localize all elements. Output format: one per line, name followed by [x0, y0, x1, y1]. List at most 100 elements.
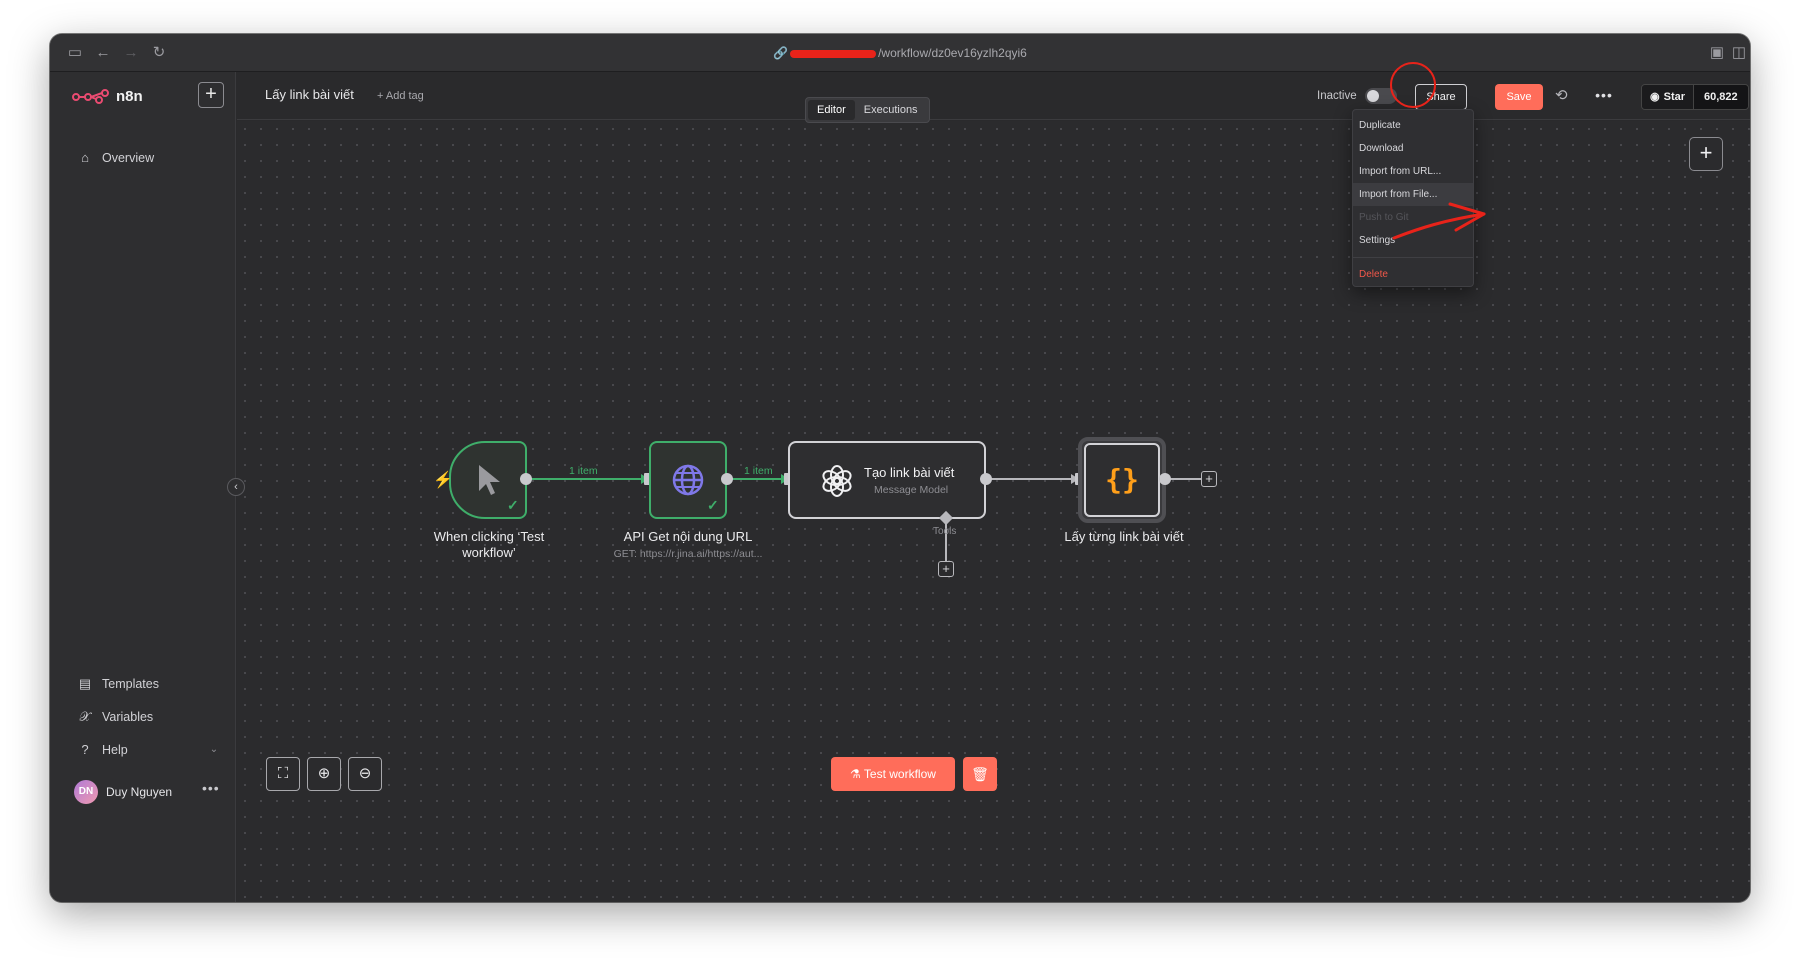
- sidebar-item-label: Variables: [102, 710, 154, 724]
- trigger-bolt-icon: ⚡: [433, 472, 453, 489]
- menu-item-push-git: Push to Git: [1359, 212, 1409, 223]
- workflow-header: Lấy link bài viết + Add tag Inactive Sha…: [237, 72, 1750, 120]
- menu-item-settings[interactable]: Settings: [1359, 235, 1396, 246]
- user-options-icon[interactable]: •••: [202, 780, 220, 796]
- sidebar-item-overview[interactable]: ⌂ Overview: [78, 150, 154, 165]
- sidebar-item-label: Templates: [102, 677, 159, 691]
- output-handle[interactable]: [980, 473, 992, 485]
- chevron-down-icon: ⌄: [209, 744, 219, 755]
- llm-node-title: Tạo link bài viết: [864, 465, 955, 480]
- github-icon: ◉: [1650, 91, 1660, 103]
- cursor-icon: [479, 465, 500, 495]
- tab-executions[interactable]: Executions: [863, 104, 918, 116]
- active-toggle[interactable]: [1365, 88, 1397, 104]
- llm-node[interactable]: Tạo link bài viết Message Model: [788, 441, 986, 519]
- github-star-label: Star: [1663, 91, 1686, 103]
- zoom-out-icon: ⊖: [358, 765, 372, 782]
- url-text: /workflow/dz0ev16yzlh2qyi6: [878, 46, 1027, 60]
- success-check-icon: ✓: [507, 497, 519, 513]
- input-handle[interactable]: [644, 473, 651, 485]
- zoom-in-icon: ⊕: [317, 765, 331, 782]
- question-icon: ?: [81, 742, 89, 757]
- code-braces-icon: {}: [1105, 463, 1139, 496]
- github-star-count: 60,822: [1693, 85, 1748, 109]
- more-options-button[interactable]: •••: [1595, 87, 1613, 103]
- save-button[interactable]: Save: [1495, 84, 1543, 110]
- create-button[interactable]: +: [198, 82, 224, 108]
- view-tabs: Editor Executions: [805, 97, 930, 123]
- edge-item-count: 1 item: [569, 465, 598, 477]
- menu-item-download[interactable]: Download: [1359, 143, 1404, 154]
- http-node-subtitle: GET: https://r.jina.ai/https://aut...: [613, 548, 763, 560]
- sidebar-item-templates[interactable]: ▤ Templates: [78, 676, 159, 692]
- split-view-icon[interactable]: ◫: [1731, 44, 1747, 61]
- output-handle[interactable]: [721, 473, 733, 485]
- collapse-sidebar-icon[interactable]: ‹: [227, 478, 245, 496]
- openai-icon: [822, 465, 852, 497]
- add-next-node-button[interactable]: +: [1201, 471, 1217, 487]
- brand-name: n8n: [116, 88, 143, 105]
- menu-divider: [1353, 257, 1473, 258]
- menu-item-delete[interactable]: Delete: [1359, 269, 1388, 280]
- output-handle[interactable]: [520, 473, 532, 485]
- tab-editor[interactable]: Editor: [808, 100, 855, 120]
- sidebar-toggle-icon[interactable]: ▭: [67, 44, 83, 61]
- add-tag-link[interactable]: + Add tag: [377, 90, 424, 102]
- test-workflow-button[interactable]: ⚗ Test workflow: [831, 757, 955, 791]
- workflow-canvas[interactable]: + ✓ ⚡ When clicking ‘Test workflow’ 1 it…: [237, 121, 1750, 902]
- sidebar-item-help[interactable]: ? Help ⌄: [78, 742, 218, 757]
- back-icon[interactable]: ←: [95, 44, 111, 61]
- sidebar-item-label: Overview: [102, 150, 155, 165]
- zoom-out-button[interactable]: ⊖: [348, 757, 382, 791]
- edge-item-count: 1 item: [744, 465, 773, 477]
- browser-toolbar: ▭ ← → ↻ 🔗 /workflow/dz0ev16yzlh2qyi6 ▣ ◫: [50, 34, 1750, 72]
- forward-icon[interactable]: →: [123, 44, 139, 61]
- sidebar-item-variables[interactable]: 𝒳 Variables: [78, 709, 153, 725]
- label-line: When clicking ‘Test: [433, 529, 545, 544]
- zoom-in-button[interactable]: ⊕: [307, 757, 341, 791]
- variable-icon: 𝒳: [79, 709, 91, 724]
- annotation-circle: [1390, 62, 1436, 108]
- http-request-node[interactable]: ✓: [649, 441, 727, 519]
- llm-node-subtitle: Message Model: [874, 484, 949, 496]
- redaction-mark: [790, 49, 877, 58]
- add-tool-button[interactable]: +: [938, 561, 954, 577]
- link-icon: 🔗: [773, 46, 789, 60]
- extensions-icon[interactable]: ▣: [1709, 44, 1725, 61]
- options-dropdown: Duplicate Download Import from URL... Im…: [1352, 109, 1474, 287]
- trash-icon: 🗑: [971, 766, 989, 782]
- n8n-logo-icon: [72, 88, 109, 104]
- input-handle[interactable]: [784, 473, 791, 485]
- success-check-icon: ✓: [707, 497, 719, 513]
- fit-view-button[interactable]: ⛶: [266, 757, 300, 791]
- annotation-arrow: [1392, 202, 1486, 240]
- add-node-button[interactable]: +: [1689, 137, 1723, 171]
- reload-icon[interactable]: ↻: [152, 44, 166, 61]
- code-node-selected[interactable]: {}: [1078, 437, 1166, 523]
- menu-item-import-url[interactable]: Import from URL...: [1359, 166, 1442, 177]
- sidebar: n8n + ⌂ Overview ▤ Templates 𝒳 Variables…: [50, 72, 236, 902]
- user-name: Duy Nguyen: [106, 785, 173, 799]
- user-menu[interactable]: DN Duy Nguyen: [74, 780, 172, 804]
- trigger-node[interactable]: ✓: [449, 441, 527, 519]
- workflow-title[interactable]: Lấy link bài viết: [265, 87, 354, 102]
- avatar: DN: [74, 780, 98, 804]
- trigger-node-label: When clicking ‘Test workflow’: [425, 529, 553, 561]
- clear-execution-button[interactable]: 🗑: [963, 757, 997, 791]
- browser-window: ▭ ← → ↻ 🔗/workflow/dz0ev16yzlh2qyi6 ▣ ◫ …: [50, 34, 1750, 902]
- output-handle[interactable]: [1159, 473, 1171, 485]
- n8n-logo[interactable]: n8n: [72, 88, 143, 105]
- github-star-button[interactable]: ◉Star 60,822: [1641, 84, 1749, 110]
- box-icon: ▤: [78, 676, 92, 691]
- expand-icon: ⛶: [277, 765, 289, 782]
- sidebar-item-label: Help: [102, 742, 128, 757]
- label-line: workflow’: [462, 545, 516, 560]
- menu-item-duplicate[interactable]: Duplicate: [1359, 120, 1401, 131]
- address-bar[interactable]: 🔗 /workflow/dz0ev16yzlh2qyi6: [50, 46, 1750, 60]
- flask-icon: ⚗: [850, 767, 861, 781]
- history-icon[interactable]: ⟲: [1555, 87, 1568, 104]
- active-status-label: Inactive: [1317, 90, 1357, 102]
- menu-item-import-file[interactable]: Import from File...: [1353, 183, 1473, 206]
- code-node[interactable]: {}: [1084, 443, 1160, 517]
- test-workflow-label: Test workflow: [863, 767, 936, 781]
